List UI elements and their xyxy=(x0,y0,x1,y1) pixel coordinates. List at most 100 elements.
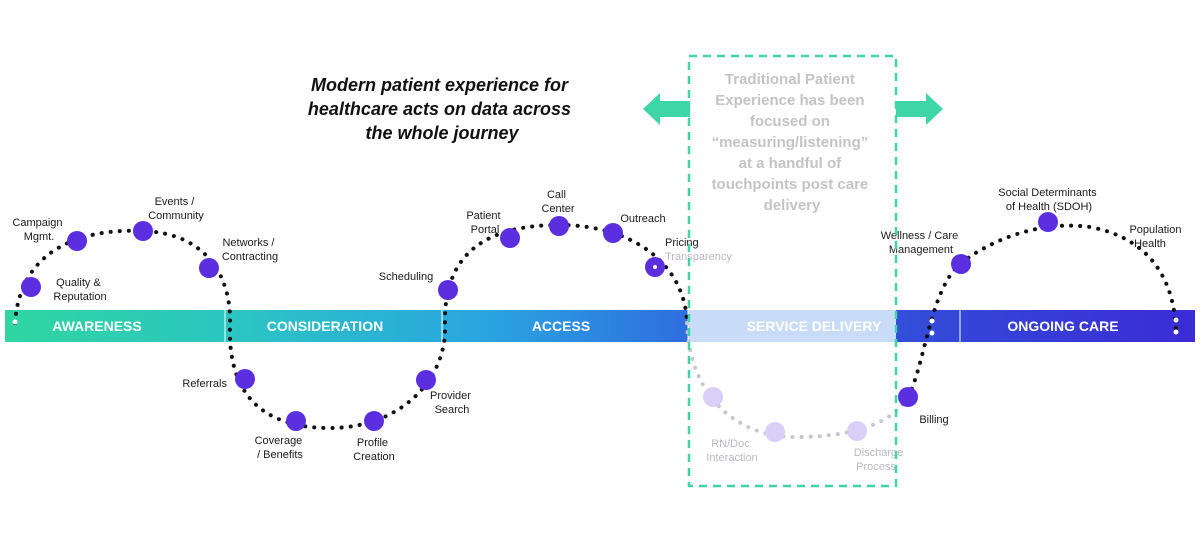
touchpoint-population-health: Population Health xyxy=(1129,224,1184,250)
touchpoint-label-line: Quality & xyxy=(56,277,101,289)
touchpoint-label-line: Transparency xyxy=(665,251,732,263)
touchpoint-node-marker xyxy=(653,265,657,269)
touchpoint-node xyxy=(438,280,458,300)
touchpoint-node xyxy=(549,216,569,236)
touchpoint-label-line: Population xyxy=(1129,224,1181,236)
path-marker xyxy=(929,330,935,336)
touchpoint-label-line: Billing xyxy=(919,414,948,426)
touchpoint-label: Social Determinants of Health (SDOH) xyxy=(998,187,1100,213)
touchpoint-wellness-care-management: Wellness / Care Management xyxy=(881,230,971,274)
touchpoint-billing: Billing xyxy=(898,387,949,426)
touchpoint-label: Scheduling xyxy=(379,271,433,283)
touchpoint-call-center: Call Center xyxy=(541,189,575,236)
stage-label-access: ACCESS xyxy=(532,318,590,334)
callout-line: delivery xyxy=(764,197,821,214)
touchpoint-networks-contracting: Networks / Contracting xyxy=(199,237,278,278)
touchpoint-node xyxy=(364,411,384,431)
touchpoint-label: Patient Portal xyxy=(466,210,503,236)
touchpoint-label-line: Provider xyxy=(430,390,471,402)
touchpoint-label: Events / Community xyxy=(148,196,204,222)
touchpoint-node xyxy=(199,258,219,278)
left-arrow-icon xyxy=(643,93,690,125)
touchpoint-discharge-process: Discharge Process xyxy=(847,421,907,473)
path-marker xyxy=(12,319,18,325)
touchpoint-coverage-benefits: Coverage / Benefits xyxy=(255,411,306,461)
callout-text: Traditional Patient Experience has been … xyxy=(712,71,873,214)
touchpoint-node xyxy=(765,422,785,442)
touchpoint-label-line: Portal xyxy=(471,224,500,236)
touchpoint-label-line: Outreach xyxy=(620,213,665,225)
touchpoint-label: Provider Search xyxy=(430,390,474,416)
callout-line: “measuring/listening” xyxy=(712,134,869,151)
touchpoint-label-line: Pricing xyxy=(665,237,699,249)
touchpoint-quality-reputation: Quality & Reputation xyxy=(21,277,107,303)
callout-line: Traditional Patient xyxy=(725,71,855,88)
touchpoint-label-line: Call xyxy=(547,189,566,201)
touchpoint-node xyxy=(500,228,520,248)
stage-band: AWARENESS CONSIDERATION ACCESS SERVICE D… xyxy=(5,310,1195,342)
touchpoint-node xyxy=(67,231,87,251)
touchpoint-node xyxy=(416,370,436,390)
touchpoint-pricing-transparency: Pricing Transparency xyxy=(645,237,732,277)
touchpoint-label: Profile Creation xyxy=(353,437,395,463)
touchpoint-campaign-mgmt: Campaign Mgmt. xyxy=(12,217,87,251)
touchpoint-provider-search: Provider Search xyxy=(416,370,474,416)
touchpoint-label-line: Discharge xyxy=(854,447,904,459)
touchpoint-label: Call Center xyxy=(541,189,574,215)
touchpoint-node xyxy=(898,387,918,407)
touchpoint-label-line: Management xyxy=(889,244,953,256)
callout-line: touchpoints post care xyxy=(712,176,869,193)
touchpoint-referrals: Referrals xyxy=(182,369,255,390)
path-marker xyxy=(929,318,935,324)
stage-band-background xyxy=(5,310,1195,342)
touchpoint-label-line: Process xyxy=(856,461,896,473)
touchpoint-sdoh: Social Determinants of Health (SDOH) xyxy=(998,187,1100,232)
touchpoint-label-line: Creation xyxy=(353,451,395,463)
touchpoint-label-line: Coverage xyxy=(255,435,303,447)
touchpoint-label-line: Contracting xyxy=(222,251,278,263)
touchpoint-label-line: Patient xyxy=(466,210,500,222)
touchpoint-node xyxy=(286,411,306,431)
touchpoint-label-line: Search xyxy=(435,404,470,416)
headline-line: healthcare acts on data across xyxy=(308,99,571,119)
touchpoint-label-line: Reputation xyxy=(53,291,106,303)
callout-line: focused on xyxy=(750,113,830,130)
touchpoint-label: Pricing Transparency xyxy=(665,237,732,263)
touchpoint-node xyxy=(703,387,723,407)
touchpoint-node xyxy=(133,221,153,241)
touchpoint-label: Outreach xyxy=(620,213,665,225)
touchpoint-label: Quality & Reputation xyxy=(53,277,106,303)
touchpoint-label-line: Community xyxy=(148,210,204,222)
touchpoint-events-community: Events / Community xyxy=(133,196,204,241)
touchpoint-label: Population Health xyxy=(1129,224,1184,250)
headline: Modern patient experience for healthcare… xyxy=(308,75,576,143)
touchpoint-profile-creation: Profile Creation xyxy=(353,411,395,463)
callout-line: at a handful of xyxy=(739,155,843,172)
touchpoint-label-line: Profile xyxy=(357,437,388,449)
touchpoint-node xyxy=(951,254,971,274)
touchpoint-label: Campaign Mgmt. xyxy=(12,217,65,243)
right-arrow-icon xyxy=(896,93,943,125)
touchpoint-label-line: Mgmt. xyxy=(24,231,55,243)
touchpoint-node xyxy=(847,421,867,441)
stage-label-consideration: CONSIDERATION xyxy=(267,318,383,334)
touchpoint-node xyxy=(235,369,255,389)
headline-line: Modern patient experience for xyxy=(311,75,569,95)
touchpoint-label-line: Events / xyxy=(155,196,196,208)
touchpoint-label-line: Health xyxy=(1134,238,1166,250)
touchpoint-label: Networks / Contracting xyxy=(222,237,278,263)
touchpoint-label: RN/Doc Interaction xyxy=(706,438,757,464)
service-delivery-band xyxy=(688,310,896,342)
touchpoint-label-line: Social Determinants xyxy=(998,187,1097,199)
touchpoint-label-line: Center xyxy=(541,203,574,215)
touchpoint-node xyxy=(1038,212,1058,232)
touchpoint-rn-doc-interaction: RN/Doc Interaction xyxy=(703,387,758,464)
touchpoint-label: Coverage / Benefits xyxy=(255,435,306,461)
touchpoint-label-line: of Health (SDOH) xyxy=(1006,201,1092,213)
touchpoint-patient-portal: Patient Portal xyxy=(466,210,520,248)
touchpoint-label-line: RN/Doc xyxy=(711,438,750,450)
touchpoint-label: Discharge Process xyxy=(854,447,907,473)
touchpoint-node xyxy=(603,223,623,243)
touchpoint-label-line: Networks / xyxy=(222,237,275,249)
